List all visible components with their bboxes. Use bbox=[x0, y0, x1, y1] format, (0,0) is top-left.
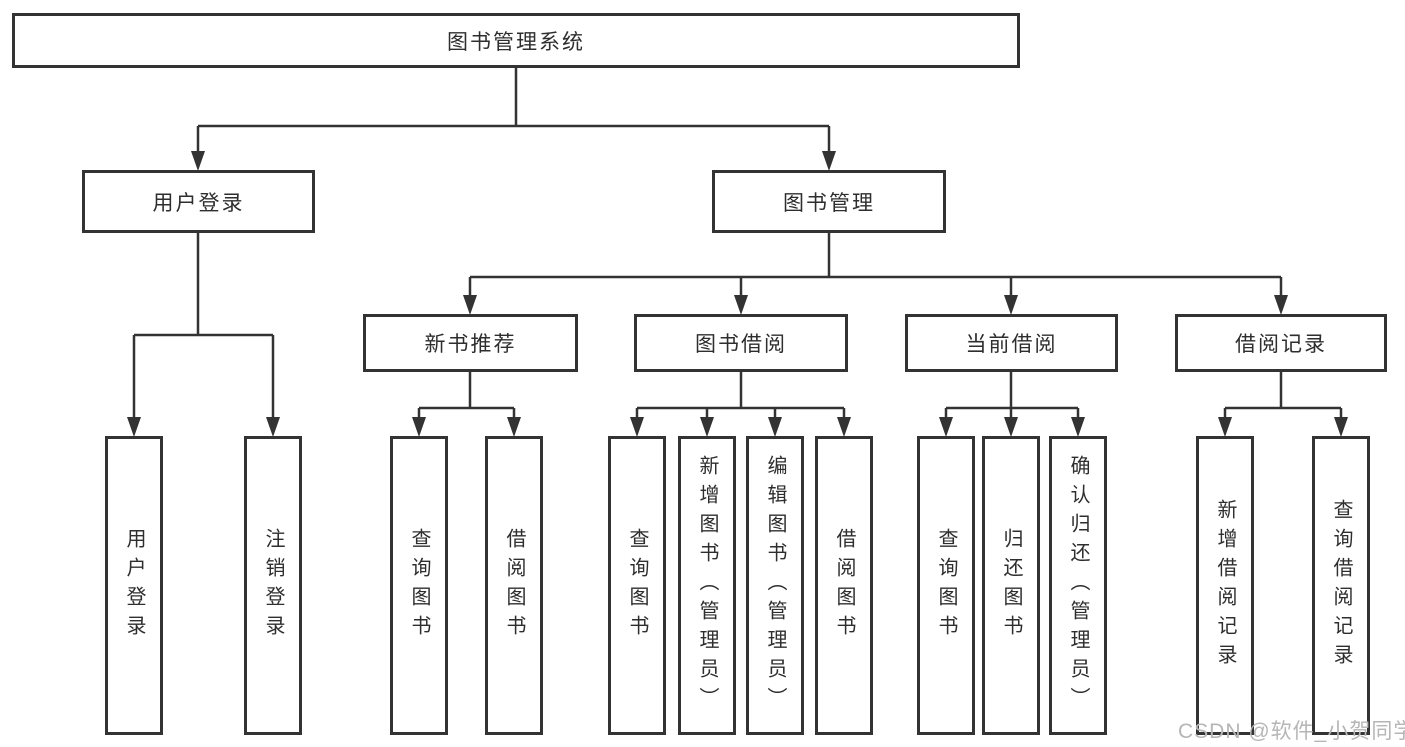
leaf-logout: 注销登录 bbox=[244, 436, 302, 735]
leaf-borrow-books-1: 借阅图书 bbox=[485, 436, 543, 735]
leaf-query-borrow-record-label: 查询借阅记录 bbox=[1330, 498, 1352, 673]
leaf-user-login: 用户登录 bbox=[105, 436, 163, 735]
node-user-login: 用户登录 bbox=[82, 170, 315, 233]
leaf-logout-label: 注销登录 bbox=[262, 527, 284, 644]
leaf-query-books-1: 查询图书 bbox=[390, 436, 448, 735]
leaf-query-books-3: 查询图书 bbox=[917, 436, 975, 735]
leaf-query-books-2: 查询图书 bbox=[608, 436, 666, 735]
leaf-return-books: 归还图书 bbox=[982, 436, 1040, 735]
arrowheads bbox=[127, 151, 1348, 437]
leaf-edit-books-admin-label: 编辑图书（管理员） bbox=[764, 455, 786, 716]
leaf-add-books-admin-label: 新增图书（管理员） bbox=[696, 455, 718, 716]
leaf-query-books-1-label: 查询图书 bbox=[408, 527, 430, 644]
leaf-query-books-2-label: 查询图书 bbox=[626, 527, 648, 644]
leaf-confirm-return-admin: 确认归还（管理员） bbox=[1049, 436, 1107, 735]
node-root-system: 图书管理系统 bbox=[12, 13, 1020, 68]
node-book-management-label: 图书管理 bbox=[783, 191, 875, 215]
leaf-borrow-books-2: 借阅图书 bbox=[815, 436, 873, 735]
leaf-borrow-books-2-label: 借阅图书 bbox=[833, 527, 855, 644]
leaf-edit-books-admin: 编辑图书（管理员） bbox=[746, 436, 804, 735]
node-new-book-recommend-label: 新书推荐 bbox=[424, 333, 517, 356]
leaf-user-login-label: 用户登录 bbox=[123, 527, 145, 644]
leaf-confirm-return-admin-label: 确认归还（管理员） bbox=[1067, 455, 1089, 716]
node-borrow-records-label: 借阅记录 bbox=[1235, 333, 1327, 356]
leaf-borrow-books-1-label: 借阅图书 bbox=[503, 527, 525, 644]
node-current-borrow-label: 当前借阅 bbox=[965, 333, 1058, 356]
leaf-query-borrow-record: 查询借阅记录 bbox=[1312, 436, 1370, 735]
node-new-book-recommend: 新书推荐 bbox=[363, 314, 578, 372]
node-user-login-label: 用户登录 bbox=[152, 191, 245, 215]
node-current-borrow: 当前借阅 bbox=[905, 314, 1118, 372]
leaf-query-books-3-label: 查询图书 bbox=[935, 527, 957, 644]
leaf-add-books-admin: 新增图书（管理员） bbox=[678, 436, 736, 735]
node-borrow-records: 借阅记录 bbox=[1175, 314, 1387, 372]
node-root-label: 图书管理系统 bbox=[447, 30, 585, 54]
node-book-borrow: 图书借阅 bbox=[634, 314, 848, 372]
leaf-add-borrow-record: 新增借阅记录 bbox=[1196, 436, 1254, 735]
csdn-watermark: CSDN @软件_小贺同学 bbox=[1178, 720, 1405, 743]
node-book-management: 图书管理 bbox=[712, 170, 946, 233]
node-book-borrow-label: 图书借阅 bbox=[695, 333, 787, 356]
leaf-add-borrow-record-label: 新增借阅记录 bbox=[1214, 498, 1236, 673]
leaf-return-books-label: 归还图书 bbox=[1000, 527, 1022, 644]
